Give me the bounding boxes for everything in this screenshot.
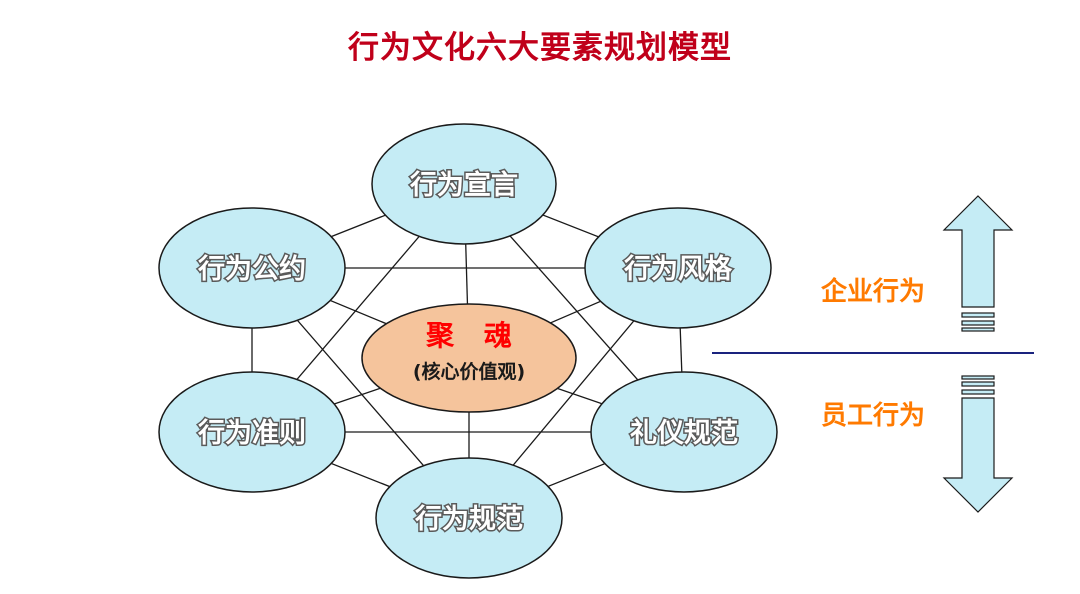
enterprise-behavior-label: 企业行为	[821, 276, 925, 307]
node-upper-left-label: 行为公约	[197, 253, 306, 285]
node-upper-right-ellipse	[584, 207, 772, 329]
node-top-ellipse	[371, 123, 557, 245]
down-arrow-icon	[942, 375, 1014, 513]
node-lower-left-ellipse	[158, 371, 346, 493]
node-upper-left-ellipse	[158, 207, 346, 329]
employee-behavior-label: 员工行为	[821, 400, 925, 431]
node-lower-left-label: 行为准则	[197, 417, 306, 449]
center-ellipse	[361, 303, 577, 413]
node-top-label: 行为宣言	[409, 169, 518, 201]
node-lower-right-ellipse	[590, 371, 778, 493]
node-lower-right-label: 礼仪规范	[630, 417, 738, 449]
node-bottom-label: 行为规范	[414, 503, 523, 535]
node-upper-right-label: 行为风格	[623, 253, 733, 285]
center-sub-label: (核心价值观)	[413, 360, 525, 383]
center-main-label: 聚 魂	[425, 319, 522, 352]
page-title: 行为文化六大要素规划模型	[348, 30, 732, 66]
node-bottom-ellipse	[375, 457, 563, 579]
up-arrow-icon	[942, 195, 1014, 332]
